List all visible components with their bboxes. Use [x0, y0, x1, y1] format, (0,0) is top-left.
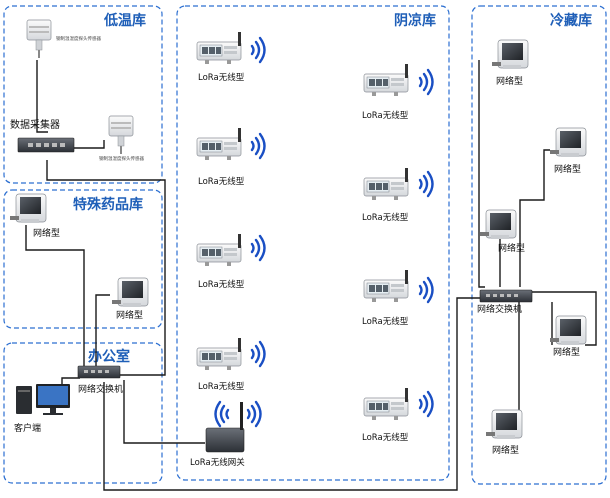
lora-device-1: LoRa无线型	[196, 31, 266, 83]
zone-borders	[3, 5, 607, 485]
network-cables	[25, 60, 597, 491]
client-computer: 客户端	[14, 384, 70, 434]
lora-device-4: LoRa无线型	[196, 337, 266, 392]
zone-title-refrigerated: 冷藏库	[550, 12, 592, 29]
zone-refrigerated	[471, 5, 607, 485]
sensor-caption: 钢制温湿度探头传感器	[99, 155, 144, 162]
sensor-caption: 钢制温湿度探头传感器	[56, 35, 101, 42]
lora-wireless-label: LoRa无线型	[198, 176, 245, 187]
refrigerated-network-device-2: 网络型	[549, 127, 587, 175]
special-drugs-network-device-1: 网络型	[9, 193, 60, 239]
network-type-label: 网络型	[33, 227, 60, 239]
lora-device-8: LoRa无线型	[362, 387, 434, 443]
zone-title-office: 办公室	[88, 348, 130, 365]
lora-wireless-label: LoRa无线型	[198, 381, 245, 392]
lora-wireless-label: LoRa无线型	[198, 72, 245, 83]
zone-title-cold-storage: 低温库	[103, 12, 146, 29]
zone-title-shade-storage: 阴凉库	[394, 12, 436, 29]
network-type-label: 网络型	[116, 309, 143, 321]
lora-device-5: LoRa无线型	[362, 63, 434, 121]
office-network-switch: 网络交换机	[77, 365, 123, 395]
lora-wireless-label: LoRa无线型	[362, 110, 409, 121]
lora-device-2: LoRa无线型	[196, 127, 266, 187]
network-type-label: 网络型	[492, 444, 519, 456]
lora-gateway-label: LoRa无线网关	[190, 457, 245, 468]
data-collector-label: 数据采集器	[10, 118, 60, 131]
network-type-label: 网络型	[553, 346, 580, 358]
lora-device-6: LoRa无线型	[362, 167, 434, 223]
data-collector-device	[17, 137, 75, 153]
zone-special-drugs	[3, 189, 163, 329]
refrigerated-network-device-5: 网络型	[485, 409, 523, 456]
zone-shade-storage	[176, 5, 450, 481]
lora-wireless-label: LoRa无线型	[362, 432, 409, 443]
network-type-label: 网络型	[496, 75, 523, 87]
refrigerated-network-device-3: 网络型	[479, 209, 525, 254]
network-type-label: 网络型	[498, 242, 525, 254]
cold-storage-sensor-2: 钢制温湿度探头传感器	[99, 115, 144, 162]
refrigerated-network-device-4: 网络型	[549, 315, 587, 358]
network-switch-label: 网络交换机	[78, 383, 123, 395]
network-type-label: 网络型	[554, 163, 581, 175]
lora-device-7: LoRa无线型	[362, 269, 434, 327]
network-switch-label: 网络交换机	[477, 303, 522, 315]
zone-cold-storage	[3, 5, 163, 184]
lora-wireless-label: LoRa无线型	[198, 279, 245, 290]
lora-gateway-device: LoRa无线网关	[190, 400, 262, 468]
cold-storage-sensor-1: 钢制温湿度探头传感器	[26, 19, 101, 59]
refrigerated-network-device-1: 网络型	[491, 39, 529, 87]
lora-wireless-label: LoRa无线型	[362, 212, 409, 223]
refrigerated-network-switch: 网络交换机	[477, 289, 533, 315]
special-drugs-network-device-2: 网络型	[111, 277, 149, 321]
client-label: 客户端	[14, 422, 41, 434]
lora-wireless-label: LoRa无线型	[362, 316, 409, 327]
lora-device-3: LoRa无线型	[196, 233, 266, 290]
zone-title-special-drugs: 特殊药品库	[73, 196, 143, 213]
zone-office	[3, 342, 163, 484]
